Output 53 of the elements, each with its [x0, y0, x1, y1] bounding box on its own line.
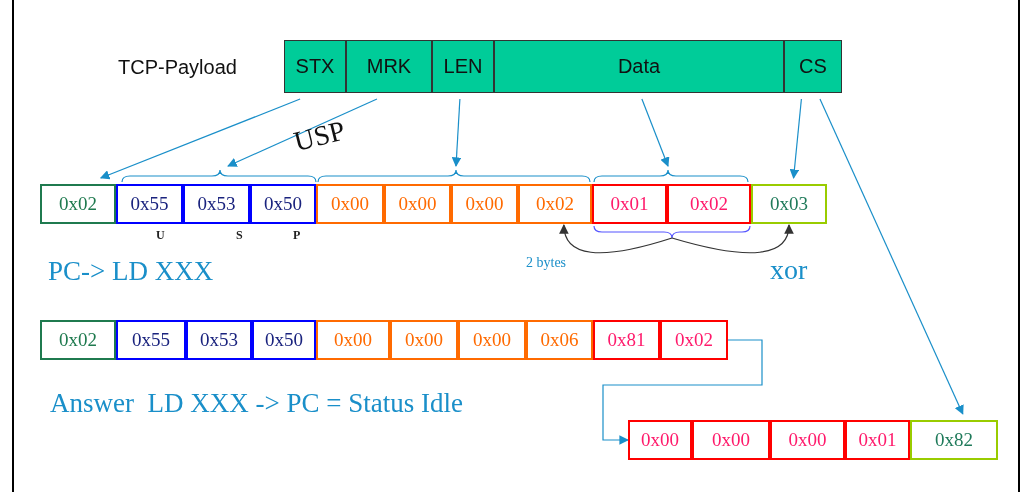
byte-cell: 0x02 [40, 320, 116, 360]
byte-cell: 0x00 [628, 420, 692, 460]
byte-cell: 0x06 [526, 320, 593, 360]
byte-cell: 0x55 [116, 184, 183, 224]
byte-cell: 0x00 [692, 420, 770, 460]
byte-cell: 0x03 [751, 184, 827, 224]
char-label: P [293, 229, 301, 241]
byte-cell: 0x00 [384, 184, 451, 224]
header-field: MRK [346, 40, 432, 93]
byte-cell: 0x02 [667, 184, 751, 224]
arrow [227, 98, 378, 167]
byte-cell: 0x50 [250, 184, 316, 224]
byte-cell: 0x81 [593, 320, 660, 360]
curly-brace [121, 169, 317, 183]
header-field: Data [494, 40, 784, 93]
byte-cell: 0x55 [116, 320, 186, 360]
byte-cell: 0x53 [186, 320, 252, 360]
arrow [559, 224, 673, 254]
curly-brace [593, 225, 751, 239]
direction-label: Answer LD XXX -> PC = Status Idle [50, 390, 463, 417]
byte-cell: 0x00 [451, 184, 518, 224]
byte-cell: 0x00 [390, 320, 458, 360]
byte-cell: 0x00 [316, 184, 384, 224]
arrow [99, 98, 301, 180]
header-field: LEN [432, 40, 494, 93]
byte-cell: 0x00 [316, 320, 390, 360]
title-label: TCP-Payload [118, 57, 237, 77]
byte-cell: 0x50 [252, 320, 316, 360]
byte-cell: 0x00 [458, 320, 526, 360]
char-label: S [236, 229, 243, 241]
byte-cell: 0x82 [910, 420, 998, 460]
byte-cell: 0x02 [40, 184, 116, 224]
byte-cell: 0x02 [518, 184, 592, 224]
arrow [819, 98, 964, 415]
byte-cell: 0x01 [845, 420, 910, 460]
note-label: 2 bytes [526, 256, 567, 270]
curly-brace [317, 169, 591, 183]
note-label: xor [770, 256, 808, 284]
byte-cell: 0x53 [183, 184, 250, 224]
arrow [451, 98, 462, 167]
arrow [641, 98, 670, 167]
arrow [671, 224, 793, 254]
direction-label: PC-> LD XXX [48, 258, 214, 285]
byte-cell: 0x01 [592, 184, 667, 224]
char-label: U [156, 229, 165, 241]
arrow [789, 98, 802, 179]
curly-brace [593, 169, 749, 183]
group-label: USP [291, 116, 348, 156]
byte-cell: 0x00 [770, 420, 845, 460]
header-field: CS [784, 40, 842, 93]
byte-cell: 0x02 [660, 320, 728, 360]
header-field: STX [284, 40, 346, 93]
arrow [602, 339, 763, 445]
